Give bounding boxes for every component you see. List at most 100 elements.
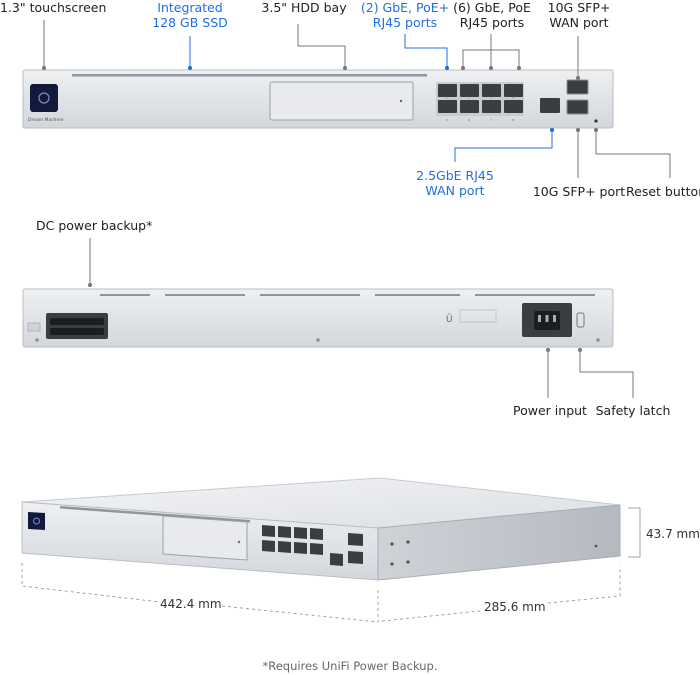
front-brand-text: Dream Machine [28, 117, 64, 123]
screw [35, 338, 39, 342]
port-number-label: 4 [512, 96, 514, 100]
callout-dot [342, 65, 348, 71]
screw [316, 338, 320, 342]
hdd-bay-indicator [399, 99, 403, 103]
label-sfp-wan-line2: WAN port [549, 15, 609, 30]
label-safety-latch-text: Safety latch [595, 403, 671, 418]
perspective-hdd-indicator [237, 540, 241, 544]
port-number-label: 8 [512, 118, 514, 122]
front-rj45-ports [436, 82, 524, 116]
label-power-input-text: Power input [513, 403, 587, 418]
front-vent-strip [72, 74, 427, 77]
port-block [436, 82, 524, 116]
callout-rj45-wan [454, 130, 553, 162]
rear-ground-label [27, 322, 41, 332]
vent [100, 294, 150, 296]
rj45-port [294, 542, 307, 554]
label-ssd: Integrated 128 GB SSD [140, 0, 240, 30]
rj45-port [294, 527, 307, 539]
label-dc-backup: DC power backup* [36, 218, 152, 233]
hdd-bay [269, 81, 414, 121]
port-number-label: 5 [446, 118, 448, 122]
screw [406, 540, 410, 544]
sfp-cage [566, 99, 589, 115]
port-number-label: 3 [490, 96, 492, 100]
screw [406, 560, 410, 564]
dim-width-right [221, 590, 379, 623]
dc-backup-connector [46, 313, 108, 339]
rj45-port [460, 84, 479, 97]
port-number-label: 7 [490, 118, 492, 122]
dim-width-left [21, 563, 161, 603]
port-number-label: 2 [468, 96, 470, 100]
front-view: Dream Machine 1 2 3 4 5 6 7 8 [22, 69, 614, 129]
callout-dot [575, 127, 581, 133]
port-number-label: 6 [468, 118, 470, 122]
dim-height-label: 43.7 mm [646, 527, 700, 541]
footnote: *Requires UniFi Power Backup. [262, 659, 438, 673]
label-poe-plus-line1: (2) GbE, PoE+ [360, 0, 450, 15]
label-ssd-line1: Integrated [157, 0, 223, 15]
rj45-port [482, 84, 501, 97]
callout-dot [41, 65, 47, 71]
dim-depth-left [381, 610, 481, 622]
callout-dot [87, 282, 93, 288]
rj45-port [504, 100, 523, 113]
touchscreen [30, 84, 58, 112]
front-callouts [41, 20, 671, 178]
perspective-touchscreen [28, 512, 45, 530]
rj45-port [278, 526, 291, 538]
callout-dot [577, 347, 583, 353]
label-sfp-wan-line1: 10G SFP+ [547, 0, 611, 15]
label-rj45-wan-line1: 2.5GbE RJ45 [416, 168, 494, 183]
sfp-cage [348, 533, 363, 546]
vent [475, 294, 595, 296]
rj45-port [482, 100, 501, 113]
vent [375, 294, 460, 296]
label-hdd: 3.5" HDD bay [254, 0, 354, 15]
dim-width-label: 442.4 mm [160, 597, 222, 611]
port-number-label: 1 [446, 96, 448, 100]
label-poe-line2: RJ45 ports [459, 15, 525, 30]
rj45-port [460, 100, 479, 113]
rear-vent-strips [100, 294, 595, 296]
power-pin [538, 315, 541, 322]
dimension-lines [21, 563, 621, 623]
rj45-port [438, 84, 457, 97]
rj45-port [310, 528, 323, 540]
callout-reset [595, 130, 671, 178]
label-sfp-wan: 10G SFP+ WAN port [538, 0, 620, 30]
vent [165, 294, 245, 296]
sfp-cage [348, 551, 363, 564]
sfp-wan-cage [566, 79, 589, 95]
screw [594, 544, 598, 548]
safety-latch [576, 312, 585, 328]
callout-poe-plus [404, 34, 448, 68]
dim-depth-right [547, 566, 621, 604]
rj45-port [504, 84, 523, 97]
callout-dot [549, 127, 555, 133]
regulatory-label [459, 309, 497, 323]
rj45-port [310, 543, 323, 555]
callout-dot [575, 75, 581, 81]
label-reset: Reset button [626, 184, 700, 199]
callout-dot [187, 65, 193, 71]
label-poe-plus: (2) GbE, PoE+ RJ45 ports [352, 0, 458, 30]
callout-hdd [297, 24, 346, 68]
perspective-touchscreen-logo [33, 517, 40, 525]
perspective-hdd-bay [162, 515, 248, 561]
label-dc-backup-text: DC power backup* [36, 218, 153, 233]
dimension-height [628, 507, 641, 558]
screw [596, 338, 600, 342]
rear-callouts [87, 238, 634, 398]
rj45-wan-port [540, 98, 560, 113]
label-poe-plus-line2: RJ45 ports [372, 15, 438, 30]
perspective-side-screws [390, 540, 598, 566]
label-touchscreen: 1.3" touchscreen [0, 0, 106, 15]
label-rj45-wan: 2.5GbE RJ45 WAN port [405, 168, 505, 198]
label-sfp-port: 10G SFP+ port [532, 184, 626, 199]
label-sfp-port-text: 10G SFP+ port [532, 184, 626, 199]
rj45-port [438, 100, 457, 113]
label-rj45-wan-line2: WAN port [425, 183, 485, 198]
